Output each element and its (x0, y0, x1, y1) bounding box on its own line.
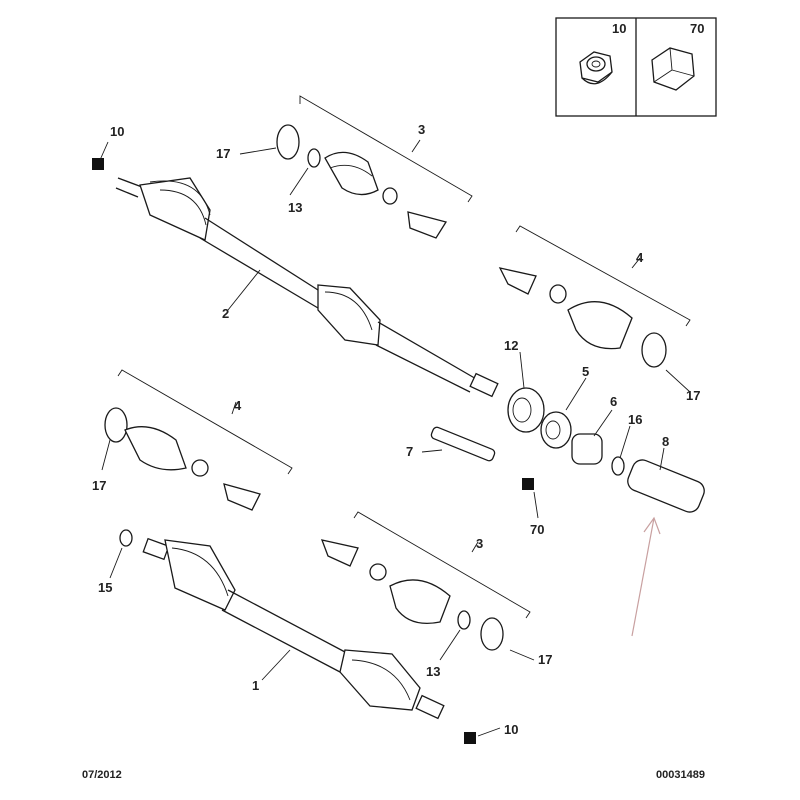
bottom-boot-kit (119, 529, 504, 651)
callout-1: 1 (252, 678, 259, 693)
legend-label-70: 70 (690, 21, 704, 36)
callout-10-bottom: 10 (504, 722, 518, 737)
callout-10-top: 10 (110, 124, 124, 139)
callout-12: 12 (504, 338, 518, 353)
flanged-nut-icon (579, 51, 613, 85)
callout-6: 6 (610, 394, 617, 409)
square-marker-icon (92, 158, 104, 170)
left-boot-kit (104, 407, 261, 511)
legend-label-10: 10 (612, 21, 626, 36)
callout-3-bottom: 3 (476, 536, 483, 551)
callout-17-top: 17 (216, 146, 230, 161)
footer-reference-number: 00031489 (656, 769, 705, 781)
pointer-arrow (631, 516, 661, 637)
callout-5: 5 (582, 364, 589, 379)
upper-driveshaft (115, 177, 499, 398)
hex-nut-icon (651, 47, 695, 91)
callout-15: 15 (98, 580, 112, 595)
callout-3-top: 3 (418, 122, 425, 137)
callout-17-bottom: 17 (538, 652, 552, 667)
callout-17-right: 17 (686, 388, 700, 403)
footer-date: 07/2012 (82, 769, 122, 781)
lower-driveshaft (142, 537, 445, 720)
square-marker-icon (522, 478, 534, 490)
callout-70: 70 (530, 522, 544, 537)
callout-4-right: 4 (636, 250, 644, 265)
nut-legend-box: 10 70 (555, 17, 717, 117)
callout-13-bottom: 13 (426, 664, 440, 679)
top-boot-kit (276, 124, 448, 239)
callout-2: 2 (222, 306, 229, 321)
callout-4-left: 4 (234, 398, 242, 413)
callout-13-top: 13 (288, 200, 302, 215)
callout-16: 16 (628, 412, 642, 427)
callout-17-left: 17 (92, 478, 106, 493)
square-marker-icon (464, 732, 476, 744)
callout-8: 8 (662, 434, 669, 449)
bearing-assembly (430, 387, 705, 513)
callout-7: 7 (406, 444, 413, 459)
right-boot-kit (498, 267, 667, 368)
